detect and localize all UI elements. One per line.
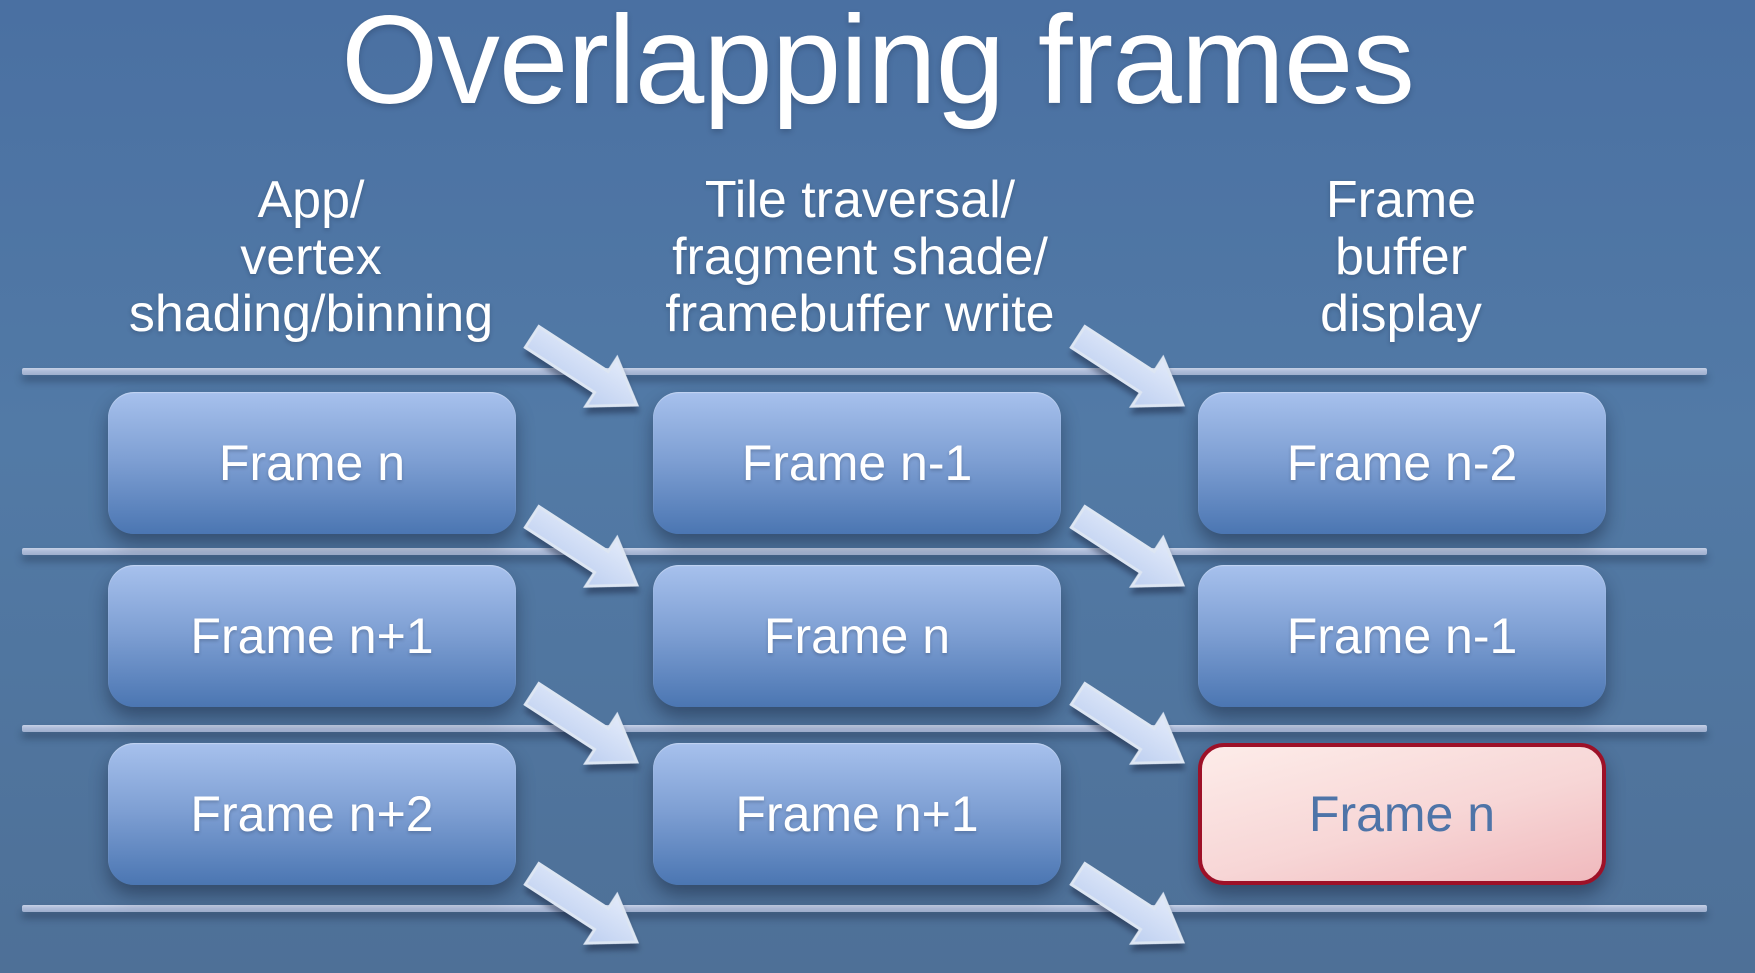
slide-title: Overlapping frames (341, 0, 1415, 130)
frame-box: Frame n-1 (653, 392, 1061, 534)
frame-box-label: Frame n-2 (1286, 435, 1518, 491)
header-line: Frame (1325, 171, 1477, 229)
timeline-divider-line (22, 368, 1707, 375)
frame-box-label: Frame n (218, 435, 406, 491)
header-line: App/ (257, 171, 365, 229)
frame-box-label: Frame n-1 (741, 435, 973, 491)
header-line: vertex (240, 228, 382, 286)
frame-box: Frame n+1 (108, 565, 516, 707)
frame-box-label: Frame n (763, 608, 951, 664)
frame-box-label: Frame n+1 (735, 786, 979, 842)
timeline-divider-line (22, 905, 1707, 912)
header-line: display (1320, 285, 1482, 343)
frame-box-label: Frame n+1 (190, 608, 434, 664)
frame-box: Frame n (108, 392, 516, 534)
header-line: shading/binning (128, 285, 494, 343)
header-line: fragment shade/ (672, 228, 1048, 286)
header-line: framebuffer write (665, 285, 1055, 343)
frame-box-label: Frame n (1308, 786, 1496, 842)
frame-box: Frame n+2 (108, 743, 516, 885)
column-header-framebuffer-display: Frame buffer display (1121, 172, 1681, 343)
frame-box: Frame n-2 (1198, 392, 1606, 534)
header-line: buffer (1334, 228, 1468, 286)
column-header-app-vertex-binning: App/ vertex shading/binning (31, 172, 591, 343)
timeline-divider-line (22, 725, 1707, 732)
timeline-divider-line (22, 548, 1707, 555)
frame-box-label: Frame n+2 (190, 786, 434, 842)
column-header-tile-fragment-writeback: Tile traversal/ fragment shade/ framebuf… (580, 172, 1140, 343)
header-line: Tile traversal/ (704, 171, 1016, 229)
frame-box-label: Frame n-1 (1286, 608, 1518, 664)
frame-box: Frame n+1 (653, 743, 1061, 885)
frame-box: Frame n (653, 565, 1061, 707)
frame-box-current-display: Frame n (1198, 743, 1606, 885)
frame-box: Frame n-1 (1198, 565, 1606, 707)
